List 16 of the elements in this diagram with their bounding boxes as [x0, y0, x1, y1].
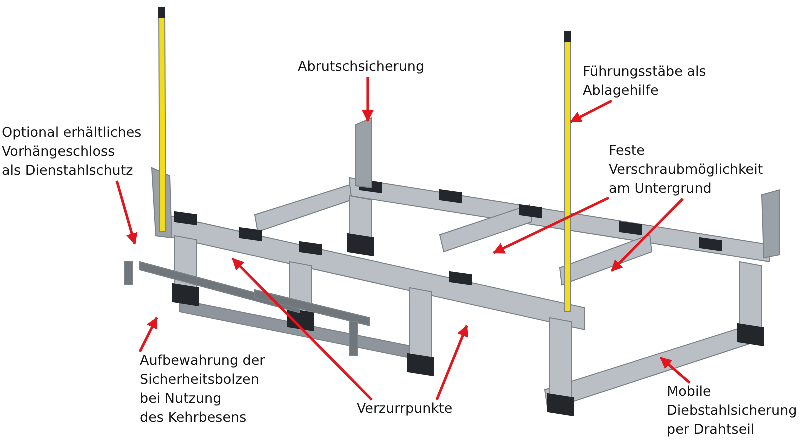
callout-arrow [436, 324, 468, 400]
callout-label: Verzurrpunkte [357, 400, 453, 419]
callout-label: Mobile Diebstahlsicherung per Drahtseil [667, 383, 798, 440]
callout-label: Feste Verschraubmöglichkeit am Untergrund [609, 142, 764, 199]
callout-arrow [362, 77, 374, 122]
callout-label: Optional erhältliches Vorhängeschloss als Dienstahlschutz [2, 124, 142, 181]
callout-label: Abrutschsicherung [298, 58, 425, 77]
callout-label: Aufbewahrung der Sicherheitsbolzen bei Nutzung des Kehrbesens [140, 352, 266, 428]
callout-arrow [138, 316, 158, 353]
callout-arrow [660, 357, 691, 384]
callout-arrow [492, 196, 610, 254]
callout-arrow [570, 100, 613, 124]
callout-arrow [116, 180, 138, 246]
callout-label: Führungsstäbe als Ablagehilfe [583, 63, 706, 101]
callout-arrow [611, 198, 684, 272]
callout-arrow [232, 258, 373, 401]
